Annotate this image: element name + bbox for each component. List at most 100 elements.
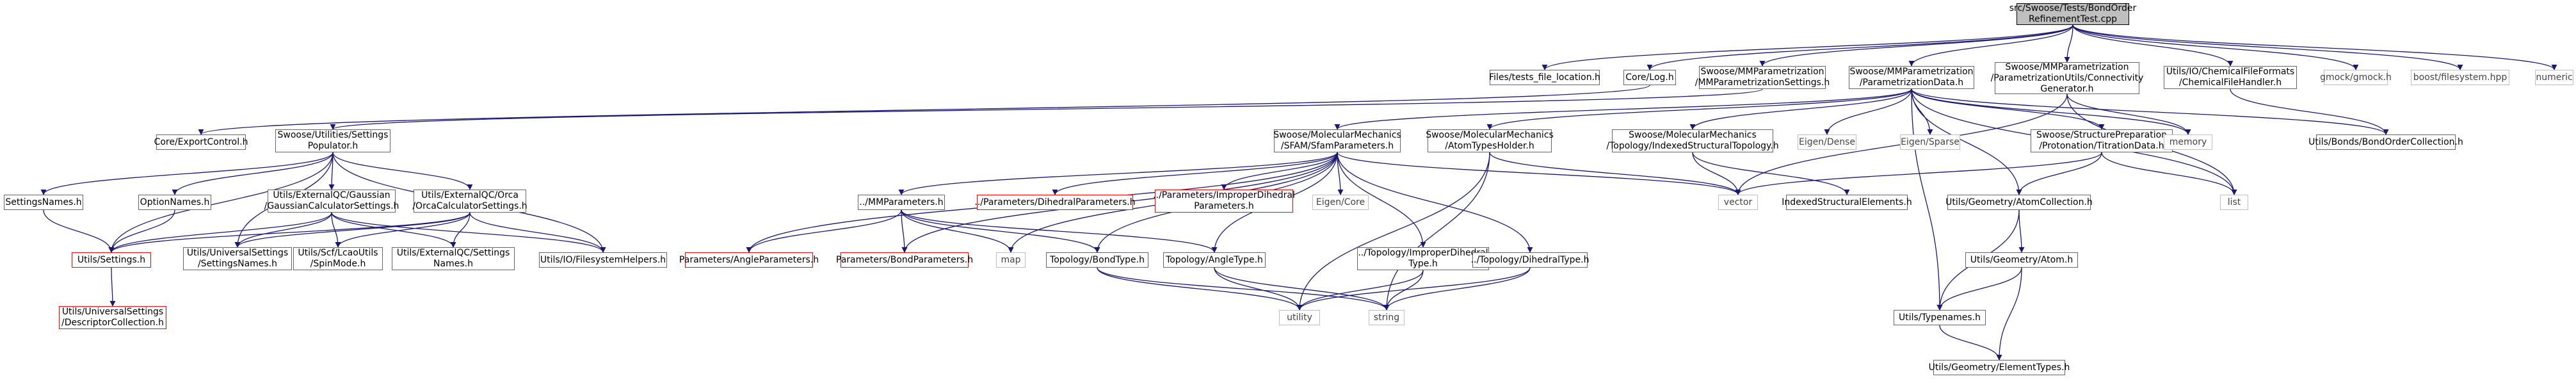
edge-sfam_params-to-mm_parameters bbox=[898, 152, 1338, 195]
node-chemical-file-handler[interactable]: Utils/IO/ChemicalFileFormats/ChemicalFil… bbox=[2164, 66, 2297, 89]
node-label-line: RefinementTest.cpp bbox=[2028, 14, 2118, 24]
node-core-export-control[interactable]: Core/ExportControl.h bbox=[154, 134, 248, 150]
edge-root-to-core_log bbox=[1646, 24, 2073, 70]
edge-root-to-files_tests_file_location bbox=[1542, 24, 2073, 70]
node-option-names[interactable]: OptionNames.h bbox=[138, 195, 211, 210]
node-eigen-core: Eigen/Core bbox=[1312, 195, 1369, 210]
edge-mm_parameters-to-bond_params bbox=[901, 209, 908, 253]
edge-utils_atom-to-typenames bbox=[1936, 267, 2022, 311]
edge-mm_parameters-to-angle_params bbox=[746, 209, 902, 253]
node-label-line: Parameters.h bbox=[1194, 201, 1254, 211]
edge-settings_populator-to-option_names bbox=[172, 152, 334, 195]
node-filesystem-helpers[interactable]: Utils/IO/FilesystemHelpers.h bbox=[539, 252, 667, 268]
node-mm-parametrization-settings[interactable]: Swoose/MMParametrization/MMParametrizati… bbox=[1695, 66, 1830, 89]
edge-mm_param_settings-to-settings_populator bbox=[330, 88, 1763, 130]
node-boost-filesystem: boost/filesystem.hpp bbox=[2411, 70, 2509, 85]
node-universal-settings-names[interactable]: Utils/UniversalSettings/SettingsNames.h bbox=[183, 247, 292, 270]
edge-param_data-to-memory bbox=[1911, 88, 2191, 135]
node-bond-order-collection[interactable]: Utils/Bonds/BondOrderCollection.h bbox=[2308, 134, 2463, 150]
edge-utils_settings-to-descriptor_collection bbox=[109, 267, 116, 307]
edge-gaussian_settings-to-universal_settings_names bbox=[234, 212, 332, 248]
node-topology-dihedral-type[interactable]: ../Topology/DihedralType.h bbox=[1471, 252, 1589, 268]
node-label-line: Utils/IO/ChemicalFileFormats bbox=[2166, 67, 2295, 77]
edge-titration_data-to-list bbox=[2101, 152, 2237, 195]
node-vector: vector bbox=[1718, 195, 1758, 210]
node-label-line: Swoose/MolecularMechanics bbox=[1629, 130, 1757, 140]
node-topology-angle-type[interactable]: Topology/AngleType.h bbox=[1163, 252, 1266, 268]
edge-option_names-to-utils_settings bbox=[108, 209, 175, 253]
edge-indexed_topology-to-indexed_struct_elements bbox=[1692, 152, 1850, 195]
node-label-line: memory bbox=[2169, 136, 2207, 147]
node-label-line: boost/filesystem.hpp bbox=[2413, 72, 2508, 83]
node-topology-bond-type[interactable]: Topology/BondType.h bbox=[1046, 252, 1148, 268]
node-atom-types-holder[interactable]: Swoose/MolecularMechanics/AtomTypesHolde… bbox=[1426, 129, 1554, 152]
node-label-line: Utils/Bonds/BondOrderCollection.h bbox=[2308, 136, 2463, 147]
node-titration-data[interactable]: Swoose/StructurePreparation/Protonation/… bbox=[2031, 129, 2173, 152]
node-label-line: Eigen/Sparse bbox=[1901, 136, 1960, 147]
node-label-line: Eigen/Core bbox=[1316, 197, 1365, 207]
node-angle-parameters: Parameters/AngleParameters.h bbox=[679, 252, 819, 268]
node-label-line: numeric bbox=[2536, 72, 2573, 83]
edge-param_data-to-typenames bbox=[1911, 88, 1943, 311]
node-gaussian-calculator-settings[interactable]: Utils/ExternalQC/Gaussian/GaussianCalcul… bbox=[264, 190, 399, 213]
node-label-line: SettingsNames.h bbox=[5, 197, 82, 207]
node-dihedral-parameters: ../Parameters/DihedralParameters.h bbox=[974, 195, 1136, 210]
node-utils-atom[interactable]: Utils/Geometry/Atom.h bbox=[1965, 252, 2078, 268]
node-files-tests-file-location[interactable]: Files/tests_file_location.h bbox=[1489, 70, 1600, 85]
edge-root-to-chemfile_handler bbox=[2072, 24, 2234, 67]
node-orca-calculator-settings[interactable]: Utils/ExternalQC/Orca/OrcaCalculatorSett… bbox=[412, 190, 527, 213]
node-label-line: Utils/Scf/LcaoUtils bbox=[298, 248, 378, 258]
node-label-line: /ParametrizationData.h bbox=[1859, 77, 1964, 88]
node-label-line: Utils/Geometry/Atom.h bbox=[1970, 254, 2073, 265]
node-numeric: numeric bbox=[2535, 70, 2573, 85]
node-parametrization-data[interactable]: Swoose/MMParametrization/Parametrization… bbox=[1849, 66, 1974, 89]
node-label-line: Swoose/MMParametrization bbox=[1849, 67, 1974, 77]
edge-atom_types_holder-to-string bbox=[1383, 152, 1490, 311]
node-typenames[interactable]: Utils/Typenames.h bbox=[1894, 310, 1986, 325]
node-utils-settings: Utils/Settings.h bbox=[72, 252, 151, 268]
edge-param_data-to-atom_types_holder bbox=[1486, 88, 1912, 130]
edge-settings_populator-to-utils_settings bbox=[108, 152, 334, 253]
edge-param_data-to-eigen_dense bbox=[1824, 88, 1912, 135]
node-settings-names[interactable]: SettingsNames.h bbox=[4, 195, 83, 210]
node-string: string bbox=[1369, 310, 1405, 325]
node-indexed-structural-elements[interactable]: IndexedStructuralElements.h bbox=[1782, 195, 1912, 210]
node-utility: utility bbox=[1279, 310, 1320, 325]
node-list: list bbox=[2220, 195, 2248, 210]
node-label-line: Utils/IO/FilesystemHelpers.h bbox=[540, 254, 666, 265]
node-label-line: /OrcaCalculatorSettings.h bbox=[412, 201, 527, 211]
node-indexed-structural-topology[interactable]: Swoose/MolecularMechanics/Topology/Index… bbox=[1606, 129, 1779, 152]
node-core-log[interactable]: Core/Log.h bbox=[1623, 70, 1676, 85]
edge-topo_angle_type-to-utility bbox=[1214, 267, 1303, 311]
node-label-line: /ParametrizationUtils/Connectivity bbox=[1990, 72, 2144, 83]
node-label-line: Utils/Typenames.h bbox=[1898, 312, 1981, 323]
node-label-line: Swoose/MolecularMechanics bbox=[1273, 130, 1401, 140]
edge-settings_populator-to-settings_names bbox=[40, 152, 334, 195]
edge-param_data-to-atom_collection bbox=[1911, 88, 2022, 195]
node-label-line: gmock/gmock.h bbox=[2320, 72, 2392, 83]
node-label-line: /SpinMode.h bbox=[310, 259, 366, 269]
edge-orca_settings-to-fs_helpers bbox=[469, 212, 606, 253]
node-label-line: Topology/BondType.h bbox=[1050, 254, 1145, 265]
node-sfam-parameters[interactable]: Swoose/MolecularMechanics/SFAM/SfamParam… bbox=[1273, 129, 1401, 152]
node-label-line: Topology/AngleType.h bbox=[1166, 254, 1263, 265]
node-mm-parameters[interactable]: ../MMParameters.h bbox=[858, 195, 945, 210]
node-label-line: ../Topology/ImproperDihedral bbox=[1358, 248, 1488, 258]
node-label-line: Utils/ExternalQC/Orca bbox=[421, 190, 519, 200]
node-label-line: string bbox=[1373, 312, 1400, 323]
node-label-line: Swoose/MMParametrization bbox=[2005, 61, 2129, 72]
node-atom-collection[interactable]: Utils/Geometry/AtomCollection.h bbox=[1945, 195, 2093, 210]
edge-root-to-boost_fs bbox=[2072, 24, 2463, 70]
node-label-line: Eigen/Dense bbox=[1799, 136, 1855, 147]
node-element-types[interactable]: Utils/Geometry/ElementTypes.h bbox=[1929, 360, 2070, 375]
node-connectivity-generator[interactable]: Swoose/MMParametrization/Parametrization… bbox=[1991, 61, 2143, 94]
node-label-line: OptionNames.h bbox=[140, 197, 210, 207]
node-label-line: ../MMParameters.h bbox=[859, 197, 944, 207]
node-spin-mode[interactable]: Utils/Scf/LcaoUtils/SpinMode.h bbox=[293, 247, 383, 270]
edge-param_data-to-indexed_topology bbox=[1689, 88, 1912, 130]
